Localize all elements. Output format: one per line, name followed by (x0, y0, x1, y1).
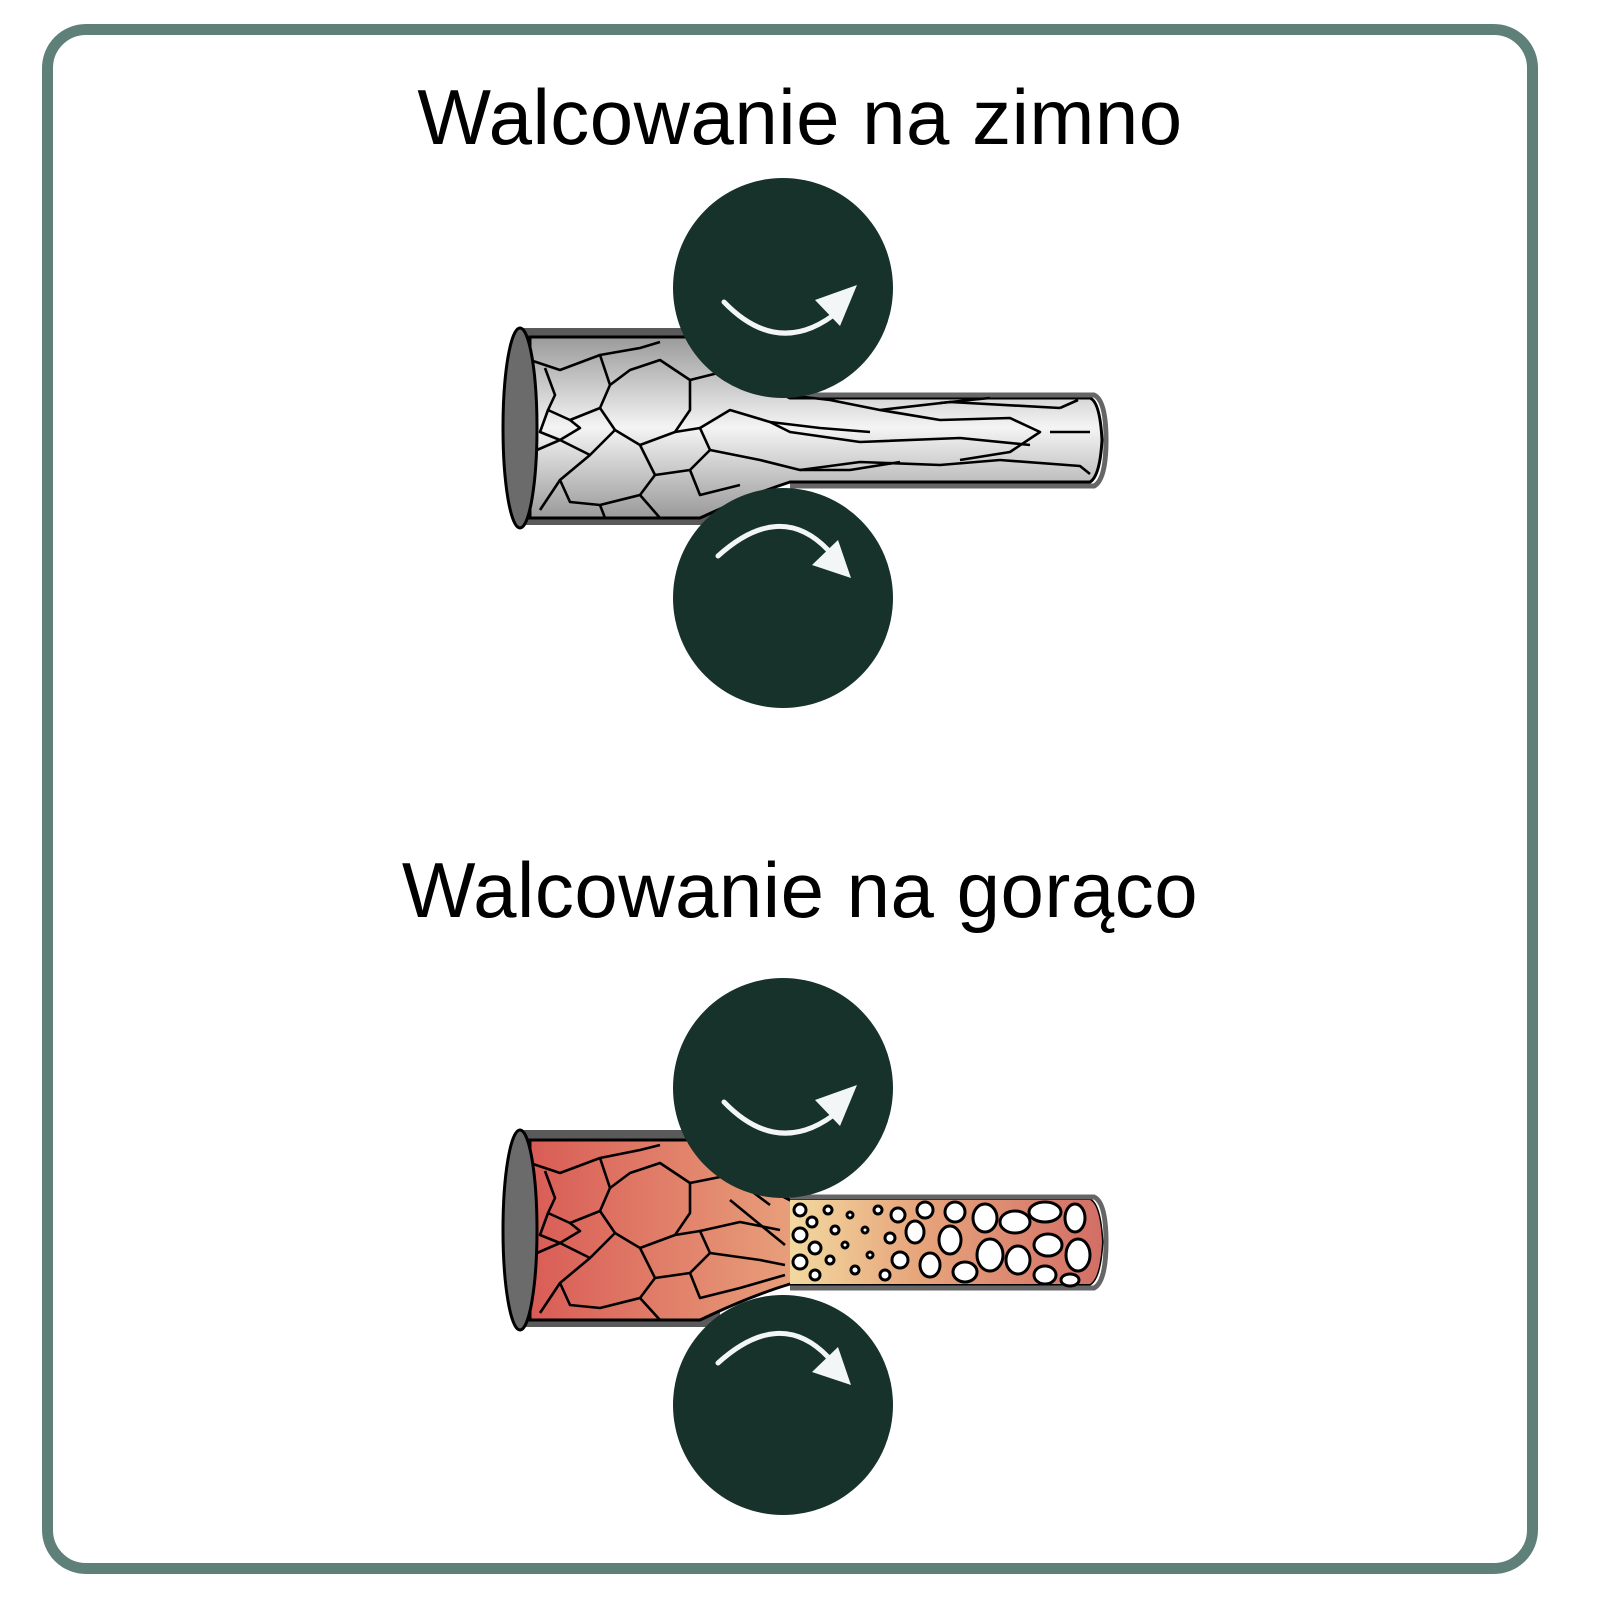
recrystallized-grains (791, 1200, 1092, 1288)
cold-lower-roller (673, 488, 893, 708)
hot-lower-roller (673, 1295, 893, 1515)
cold-bar (501, 326, 1109, 530)
rotation-arrow-icon (715, 1331, 831, 1366)
rotation-arrow-icon (721, 1099, 843, 1136)
hot-bar (501, 1128, 1109, 1332)
cold-rolling-title: Walcowanie na zimno (417, 73, 1183, 161)
rotation-arrow-icon (721, 299, 843, 336)
hot-rolling-title: Walcowanie na gorąco (401, 846, 1199, 934)
cold-upper-roller (673, 178, 893, 398)
cold-rolling-diagram (501, 178, 1109, 708)
hot-rolling-diagram (501, 978, 1109, 1515)
hot-upper-roller (673, 978, 893, 1198)
rotation-arrow-icon (715, 524, 831, 559)
